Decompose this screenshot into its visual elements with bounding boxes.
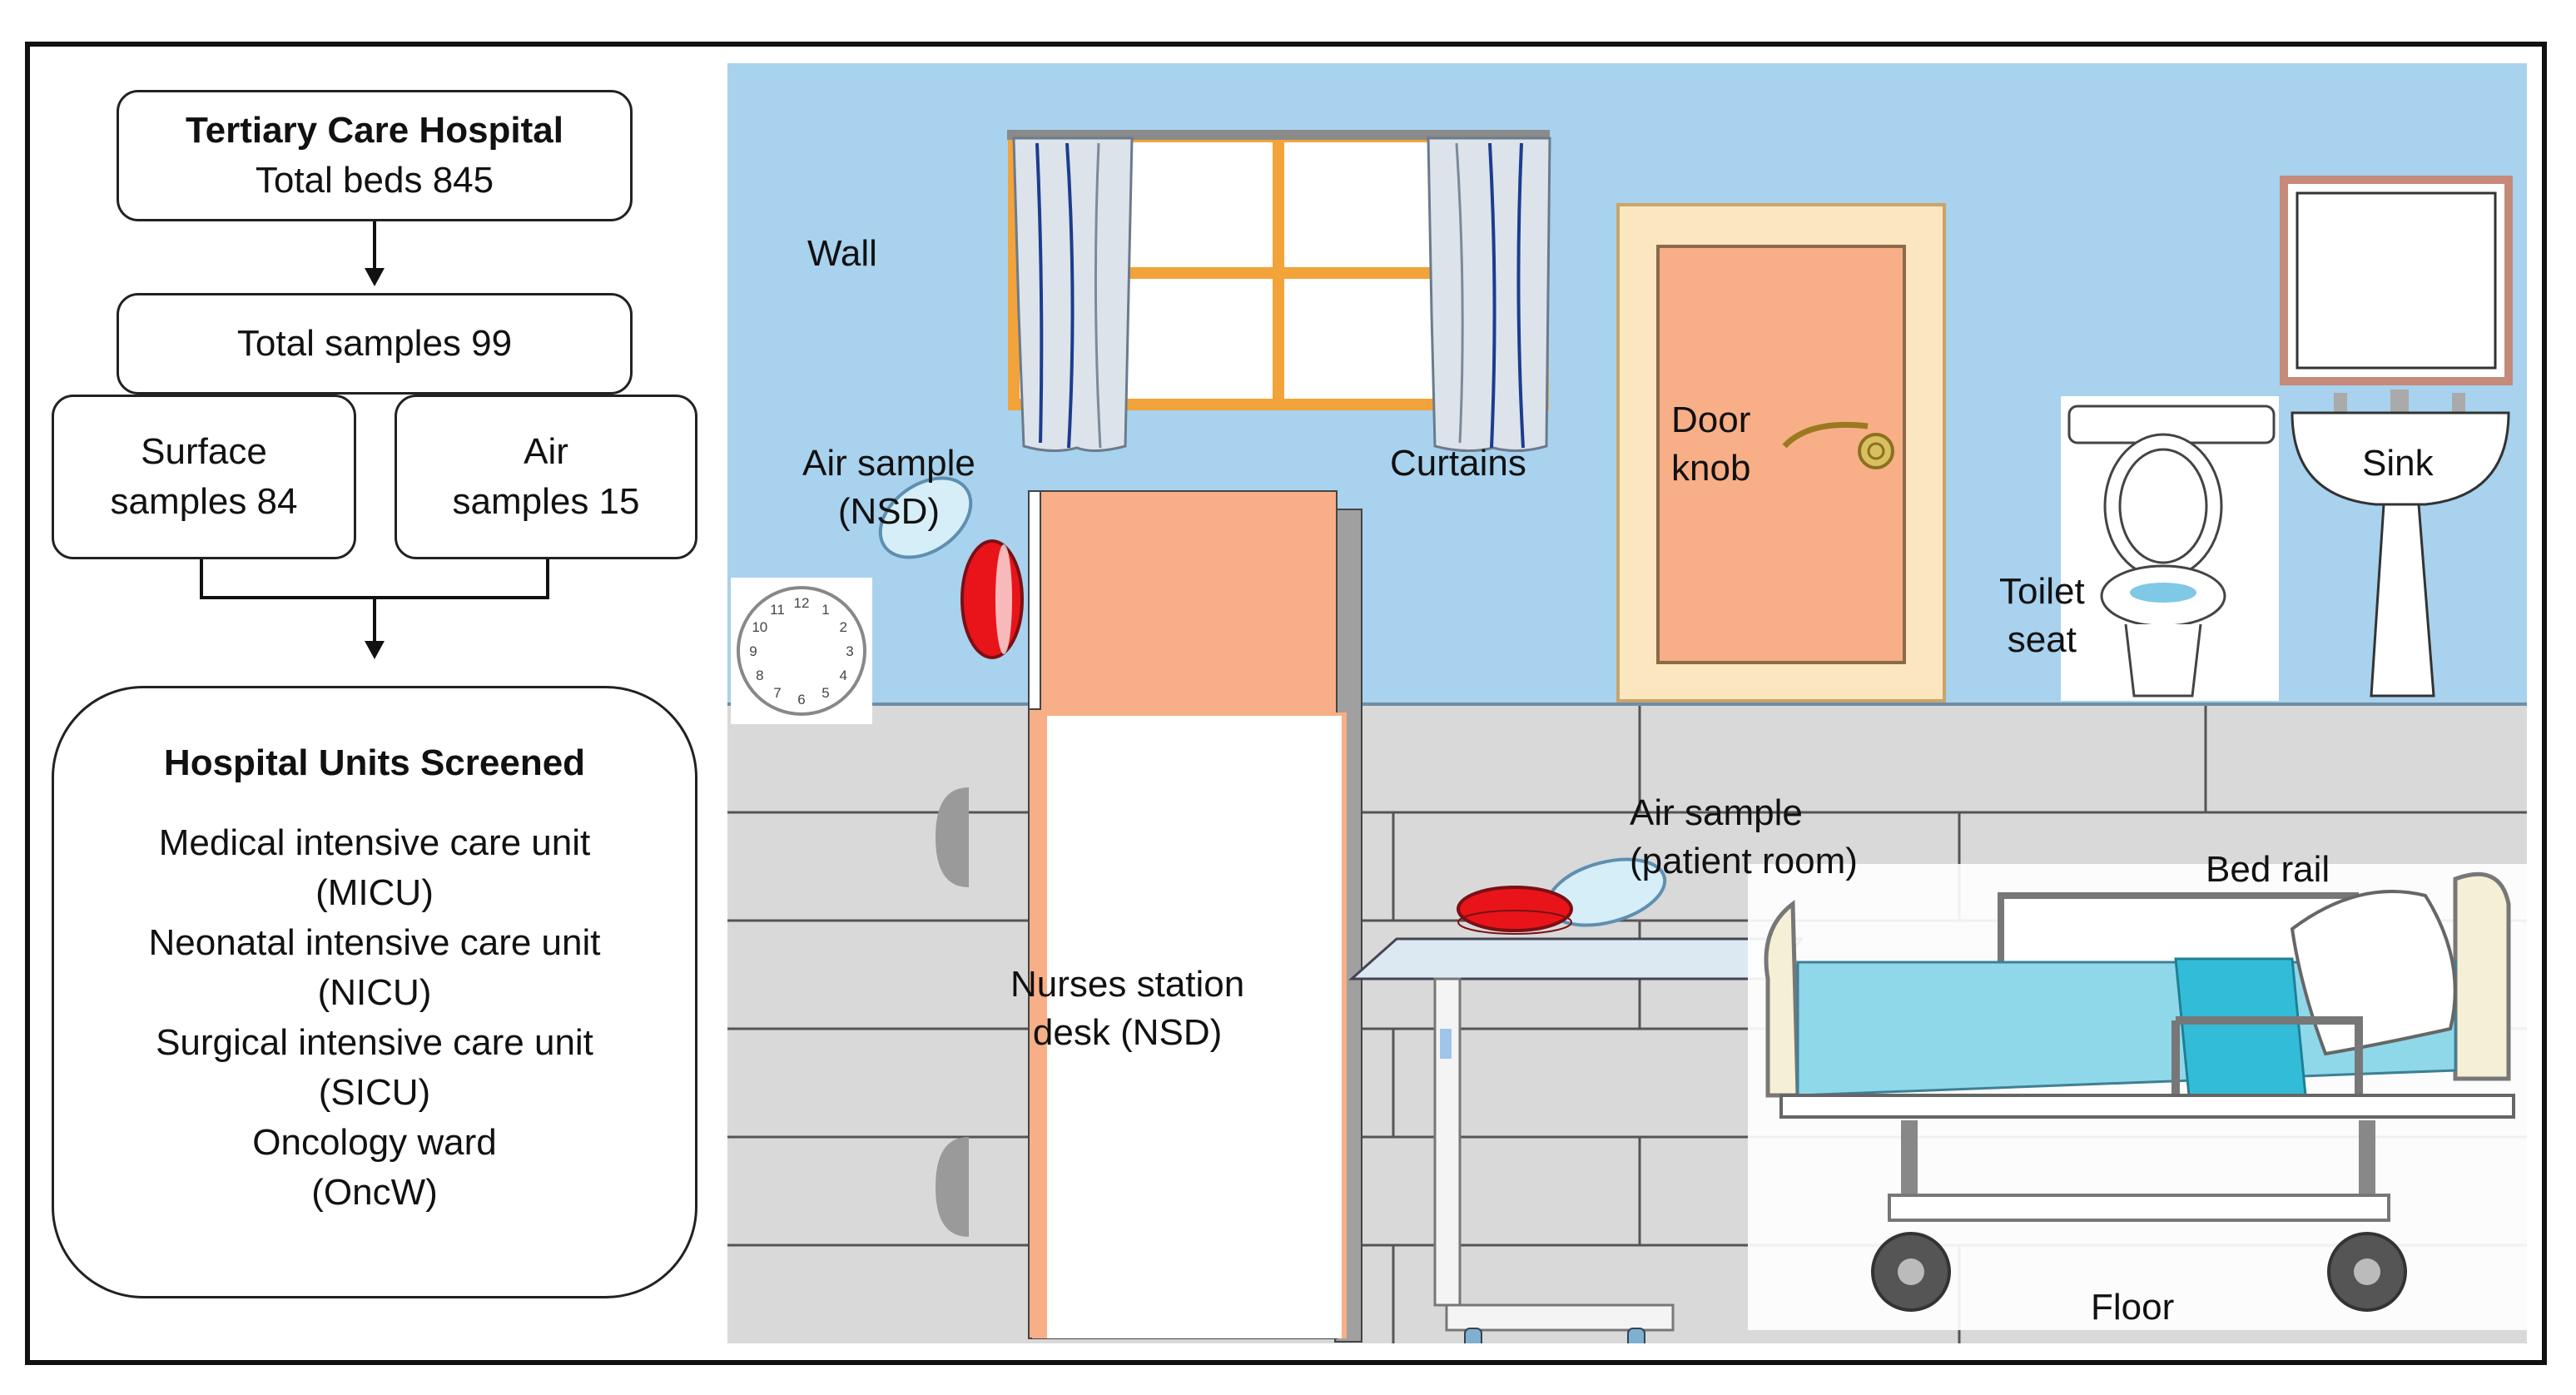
surface-label-1: Surface bbox=[141, 431, 267, 472]
toilet bbox=[2061, 396, 2279, 701]
clock-numeral: 1 bbox=[821, 602, 829, 618]
air-label-1: Air bbox=[524, 431, 568, 472]
label-curtains: Curtains bbox=[1390, 443, 1526, 484]
label-bed-rail: Bed rail bbox=[2206, 849, 2330, 890]
door bbox=[1616, 203, 1946, 702]
unit-line: (OncW) bbox=[311, 1172, 438, 1213]
label-air-sample-nsd: Air sample (NSD) bbox=[802, 443, 975, 532]
unit-line: Medical intensive care unit bbox=[158, 822, 591, 863]
clock-numeral: 11 bbox=[770, 602, 785, 618]
over-bed-table bbox=[1348, 937, 1804, 1343]
hospital-box: Tertiary Care Hospital Total beds 845 bbox=[117, 90, 633, 221]
unit-line: Neonatal intensive care unit bbox=[148, 922, 601, 963]
surface-samples-box: Surface samples 84 bbox=[52, 395, 356, 559]
label-air-sample-patient-room: Air sample (patient room) bbox=[1630, 792, 1858, 881]
clock-numeral: 2 bbox=[839, 619, 846, 635]
hospital-bed bbox=[1748, 864, 2527, 1330]
clock-numeral: 5 bbox=[821, 685, 829, 701]
label-door-knob: Door knob bbox=[1671, 400, 1751, 489]
clock-numeral: 8 bbox=[756, 668, 763, 683]
wall-clock bbox=[731, 578, 872, 724]
unit-line: Surgical intensive care unit bbox=[156, 1022, 593, 1063]
air-label-2: samples 15 bbox=[452, 481, 640, 522]
clock-numeral: 7 bbox=[773, 685, 781, 701]
bracket-left bbox=[200, 559, 203, 599]
petri-dish-patient-room bbox=[1457, 857, 1667, 935]
curtains bbox=[1012, 137, 1551, 453]
unit-line: Oncology ward bbox=[252, 1122, 497, 1163]
bracket-right bbox=[546, 559, 549, 599]
label-floor: Floor bbox=[2091, 1287, 2175, 1328]
petri-dish-nsd bbox=[878, 476, 1024, 659]
clock-numeral: 3 bbox=[846, 643, 853, 659]
total-samples-label: Total samples 99 bbox=[236, 323, 513, 364]
unit-line: (MICU) bbox=[315, 872, 434, 913]
surface-label-2: samples 84 bbox=[110, 481, 298, 522]
arrow-shaft-2 bbox=[373, 596, 376, 643]
unit-line: (NICU) bbox=[317, 972, 432, 1013]
air-samples-box: Air samples 15 bbox=[395, 395, 697, 559]
mirror bbox=[2280, 176, 2513, 385]
arrow-shaft-1 bbox=[373, 221, 376, 271]
clock-numeral: 9 bbox=[749, 643, 757, 659]
hospital-beds: Total beds 845 bbox=[255, 160, 494, 201]
clock-numeral: 6 bbox=[797, 692, 805, 707]
arrowhead-2 bbox=[365, 641, 385, 659]
label-wall: Wall bbox=[807, 233, 877, 274]
nurses-station-desk bbox=[936, 490, 1362, 1343]
clock-numeral: 10 bbox=[752, 619, 767, 635]
arrowhead-1 bbox=[365, 268, 385, 286]
sink bbox=[2291, 390, 2510, 698]
label-toilet-seat: Toilet seat bbox=[1999, 571, 2085, 660]
hospital-title: Tertiary Care Hospital bbox=[185, 110, 563, 151]
clock-numeral: 4 bbox=[839, 668, 846, 683]
total-samples-box: Total samples 99 bbox=[117, 293, 633, 395]
units-heading: Hospital Units Screened bbox=[163, 742, 586, 783]
hospital-units-box: Hospital Units Screened Medical intensiv… bbox=[52, 686, 697, 1298]
clock-numeral: 12 bbox=[794, 595, 810, 611]
label-nurses-station-desk: Nurses station desk (NSD) bbox=[1010, 964, 1245, 1053]
unit-line: (SICU) bbox=[318, 1072, 431, 1113]
label-sink: Sink bbox=[2362, 443, 2434, 484]
